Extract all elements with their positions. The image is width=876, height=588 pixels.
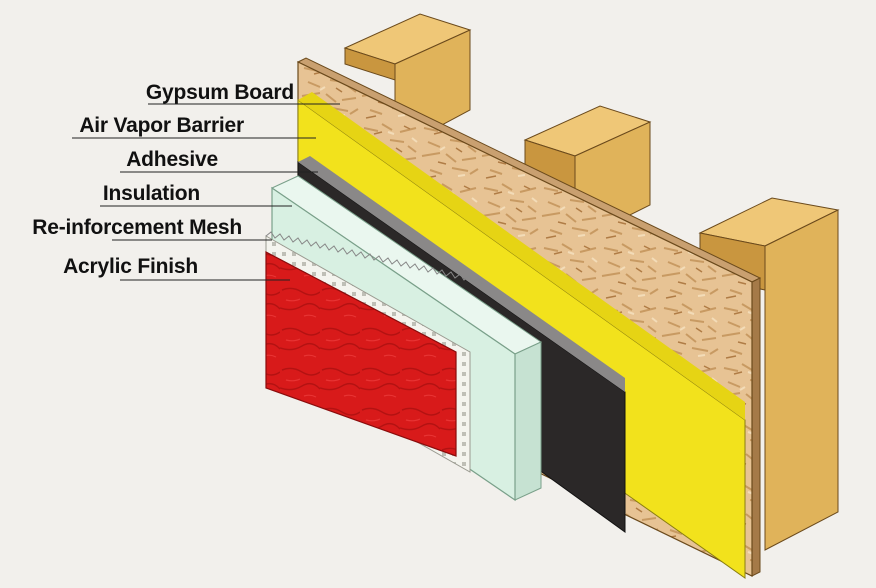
label-reinforcement-mesh: Re-inforcement Mesh [32, 216, 272, 241]
reinforcement-mesh-label: Re-inforcement Mesh [32, 216, 242, 239]
label-gypsum-board: Gypsum Board [146, 81, 340, 105]
air-vapor-barrier-label: Air Vapor Barrier [79, 114, 244, 137]
gypsum-board-label: Gypsum Board [146, 81, 294, 104]
acrylic-finish-layer [265, 251, 457, 457]
adhesive-label: Adhesive [126, 148, 218, 171]
label-insulation: Insulation [100, 182, 292, 207]
label-acrylic-finish: Acrylic Finish [63, 255, 290, 281]
label-adhesive: Adhesive [120, 148, 318, 173]
insulation-label: Insulation [103, 182, 200, 205]
label-air-vapor-barrier: Air Vapor Barrier [72, 114, 316, 139]
acrylic-finish-label: Acrylic Finish [63, 255, 198, 278]
